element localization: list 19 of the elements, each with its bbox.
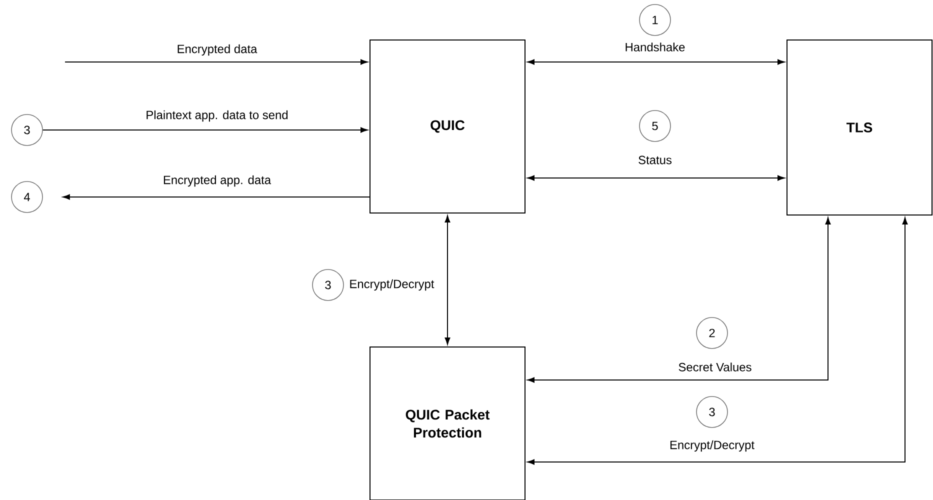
arrow <box>62 194 370 200</box>
edge-label: Status <box>637 154 673 166</box>
edge-label: Encrypted app. data <box>162 174 272 188</box>
process-box: QUIC <box>370 40 526 214</box>
arrow <box>527 59 785 65</box>
edge-label: Plaintext app. data to send <box>144 109 290 123</box>
process-box: TLS <box>786 40 932 216</box>
arrow <box>527 217 908 465</box>
arrow <box>527 217 831 383</box>
edge-label: Encrypted data <box>176 43 258 57</box>
process-box: QUIC Packet Protection <box>370 346 526 500</box>
arrow <box>64 59 368 65</box>
arrow <box>42 127 368 133</box>
edge-label: Handshake <box>624 42 686 52</box>
arrow <box>444 215 450 345</box>
edge-label: Secret Values <box>677 362 753 372</box>
arrow <box>527 175 785 181</box>
edge-label: Encrypt/Decrypt <box>348 278 436 292</box>
edge-label: Encrypt/Decrypt <box>668 439 756 453</box>
